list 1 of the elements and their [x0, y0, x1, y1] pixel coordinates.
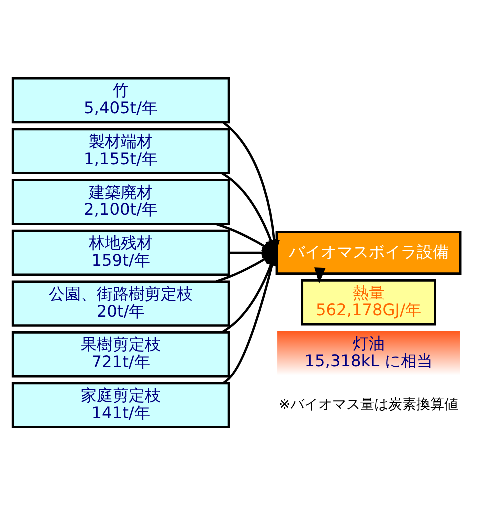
label: ※バイオマス量は炭素換算値: [278, 397, 459, 414]
